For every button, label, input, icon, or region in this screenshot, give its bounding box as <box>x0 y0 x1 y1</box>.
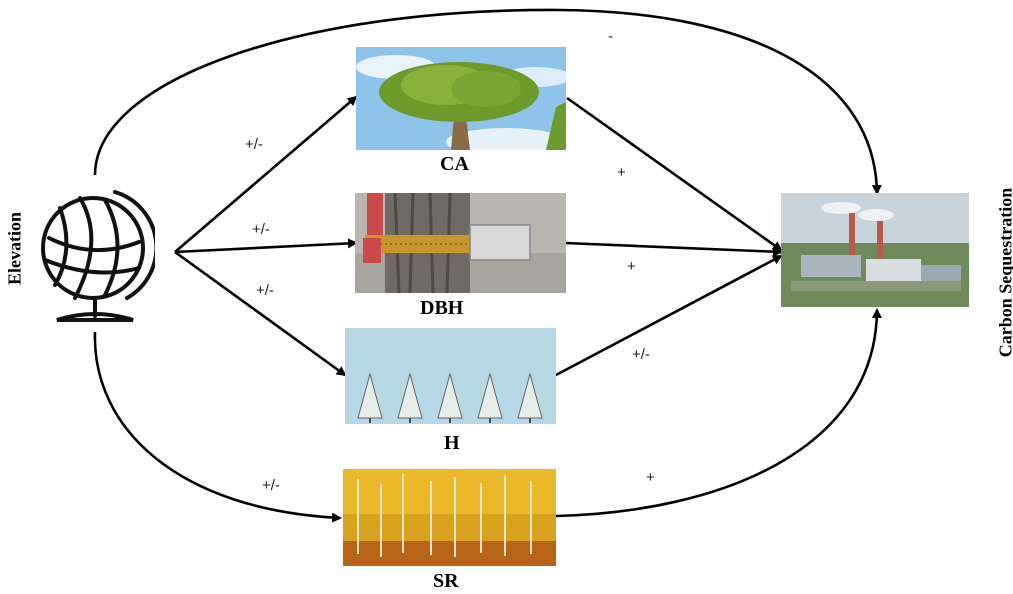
arrow-elevation-ca <box>174 95 358 253</box>
edge-sign-elevation-carbon: - <box>608 28 613 45</box>
arrow-elevation-carbon <box>93 8 882 195</box>
arrow-sr-carbon <box>555 308 882 518</box>
edge-sign-ca-carbon: + <box>617 164 626 181</box>
node-label-h: H <box>444 432 460 454</box>
tree-canopy-photo <box>356 47 566 150</box>
autumn-forest-photo <box>343 469 556 566</box>
node-label-elevation: Elevation <box>4 212 25 286</box>
edge-sign-sr-carbon: + <box>646 469 655 486</box>
edge-sign-elevation-ca: +/- <box>245 136 263 153</box>
arrow-dbh-carbon <box>564 241 783 257</box>
caliper-trunk-photo <box>355 193 566 293</box>
globe-icon <box>35 180 155 330</box>
edge-sign-elevation-sr: +/- <box>262 477 280 494</box>
edge-sign-elevation-dbh: +/- <box>252 221 270 238</box>
arrow-elevation-sr <box>93 331 342 523</box>
node-label-dbh: DBH <box>420 297 464 319</box>
arrow-elevation-h <box>174 250 347 377</box>
arrow-ca-carbon <box>566 96 783 252</box>
edge-sign-dbh-carbon: + <box>627 258 636 275</box>
power-plant-photo <box>781 193 969 307</box>
arrow-elevation-dbh <box>174 238 358 254</box>
node-label-sr: SR <box>433 570 459 592</box>
arrow-h-carbon <box>555 254 783 377</box>
edge-sign-h-carbon: +/- <box>632 346 650 363</box>
edge-sign-elevation-h: +/- <box>256 282 274 299</box>
node-label-ca: CA <box>440 153 469 175</box>
node-label-carbon: Carbon Sequestration <box>995 187 1013 358</box>
pine-trees-photo <box>345 328 556 424</box>
